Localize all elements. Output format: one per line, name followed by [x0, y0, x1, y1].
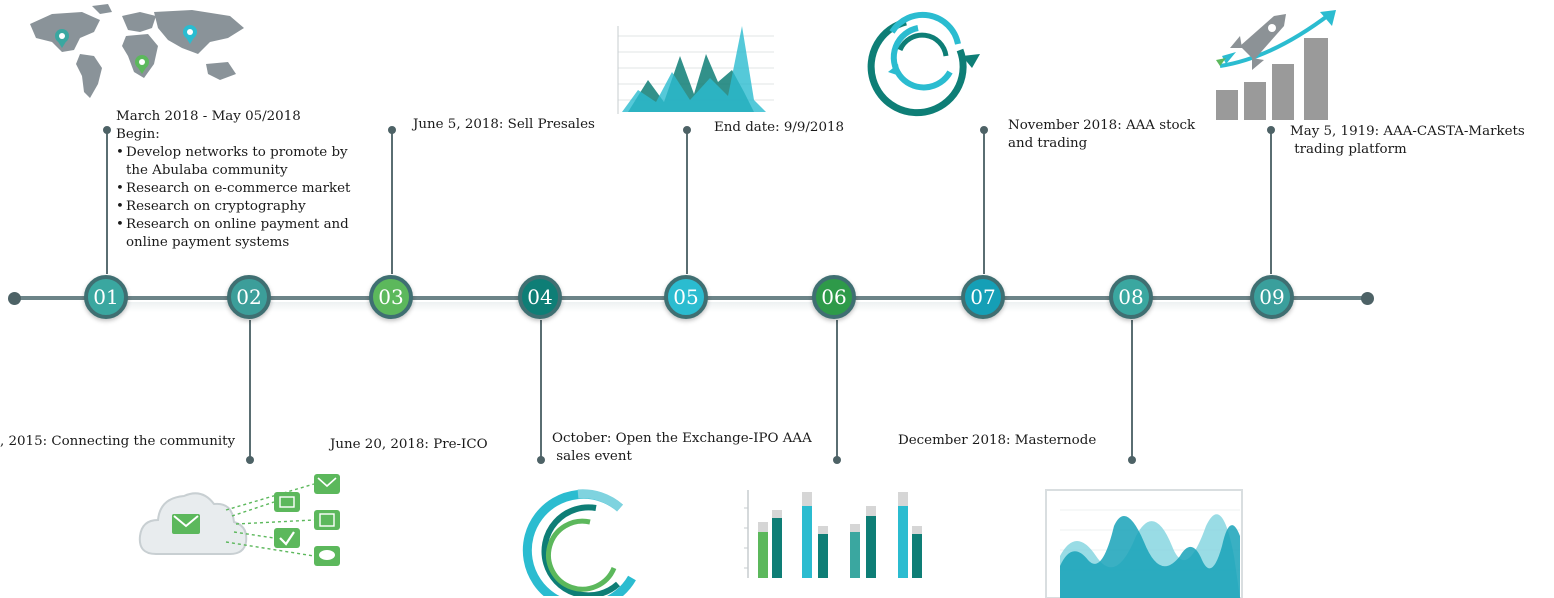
milestone-09: 09 [1250, 275, 1294, 319]
milestone-number: 02 [236, 285, 262, 309]
connector-01-dot [103, 126, 111, 134]
rocket-growth-icon [1216, 10, 1336, 120]
connector-08 [1131, 320, 1133, 458]
milestone-number: 01 [93, 285, 119, 309]
connector-02-dot [246, 456, 254, 464]
connector-09 [1270, 130, 1272, 274]
connector-03 [391, 130, 393, 274]
milestone-05: 05 [664, 275, 708, 319]
bar-chart-icon [744, 490, 922, 578]
cloud-email-icon [138, 474, 340, 566]
milestone-number: 09 [1259, 285, 1285, 309]
event-01-date: March 2018 - May 05/2018 [116, 109, 301, 124]
connector-05 [686, 130, 688, 274]
milestone-number: 05 [673, 285, 699, 309]
event-01: March 2018 - May 05/2018 Begin: Develop … [116, 108, 350, 252]
event-08: December 2018: Masternode [898, 433, 1097, 448]
milestone-03: 03 [369, 275, 413, 319]
area-chart-icon [617, 26, 774, 114]
event-05: October: Open the Exchange-IPO AAA sales… [552, 430, 812, 466]
connector-04 [540, 320, 542, 458]
event-03: June 5, 2018: Sell Presales [413, 117, 595, 132]
milestone-08: 08 [1109, 275, 1153, 319]
event-09: May 5, 1919: AAA-CASTA-Markets trading p… [1290, 123, 1525, 159]
milestone-number: 06 [821, 285, 847, 309]
connector-07-dot [980, 126, 988, 134]
refresh-cycle-icon [867, 11, 980, 117]
milestone-number: 08 [1118, 285, 1144, 309]
connector-03-dot [388, 126, 396, 134]
milestone-04: 04 [518, 275, 562, 319]
event-01-begin: Begin: [116, 127, 160, 142]
milestone-06: 06 [812, 275, 856, 319]
milestone-01: 01 [84, 275, 128, 319]
connector-06-dot [833, 456, 841, 464]
milestone-07: 07 [961, 275, 1005, 319]
milestone-number: 04 [527, 285, 553, 309]
map-pin-icon [183, 25, 197, 44]
event-07-line1: November 2018: AAA stock [1008, 118, 1196, 133]
event-07: November 2018: AAA stock and trading [1008, 117, 1195, 153]
event-06: End date: 9/9/2018 [714, 120, 844, 135]
event-09-line2: trading platform [1290, 142, 1407, 157]
timeline-start-dot [8, 292, 21, 305]
connector-02 [249, 320, 251, 458]
connector-04-dot [537, 456, 545, 464]
event-05-line1: October: Open the Exchange-IPO AAA [552, 431, 812, 446]
event-07-line2: and trading [1008, 136, 1088, 151]
connector-06 [836, 320, 838, 458]
connector-08-dot [1128, 456, 1136, 464]
event-09-line1: May 5, 1919: AAA-CASTA-Markets [1290, 124, 1525, 139]
event-02: , 2015: Connecting the community [0, 434, 236, 449]
milestone-number: 07 [970, 285, 996, 309]
event-04: June 20, 2018: Pre-ICO [330, 437, 488, 452]
event-01-bullet: Research on e-commerce market [116, 180, 350, 198]
timeline-end-dot [1361, 292, 1374, 305]
world-map-icon [30, 4, 244, 98]
map-pin-icon [55, 29, 69, 48]
connector-07 [983, 130, 985, 274]
milestone-02: 02 [227, 275, 271, 319]
map-pin-icon [135, 55, 149, 74]
connector-05-dot [683, 126, 691, 134]
milestone-number: 03 [378, 285, 404, 309]
event-01-bullet: Research on cryptography [116, 198, 350, 216]
circular-arcs-icon [522, 489, 636, 596]
wave-chart-icon [1045, 489, 1243, 598]
connector-09-dot [1267, 126, 1275, 134]
event-05-line2: sales event [552, 449, 632, 464]
connector-01 [106, 130, 108, 274]
